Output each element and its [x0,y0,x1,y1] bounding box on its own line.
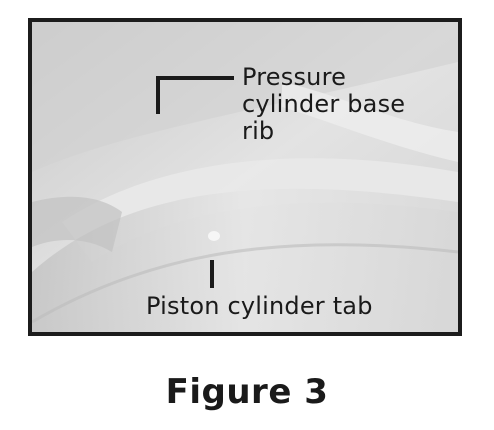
pump-photo-illustration [32,22,458,332]
figure-caption: Figure 3 [165,372,329,412]
figure-photo: Pressure cylinder base rib Piston cylind… [28,18,462,336]
pressure-rib-leader-vertical [156,76,160,114]
pressure-rib-label-line-1: Pressure [242,63,347,91]
pressure-cylinder-base-rib-label: Pressure cylinder base rib [242,64,405,145]
piston-cylinder-tab-label: Piston cylinder tab [146,292,373,320]
pressure-rib-leader-horizontal [156,76,234,80]
piston-tab-leader [210,260,214,288]
pressure-rib-label-line-3: rib [242,117,275,145]
pressure-rib-label-line-2: cylinder base [242,90,406,118]
